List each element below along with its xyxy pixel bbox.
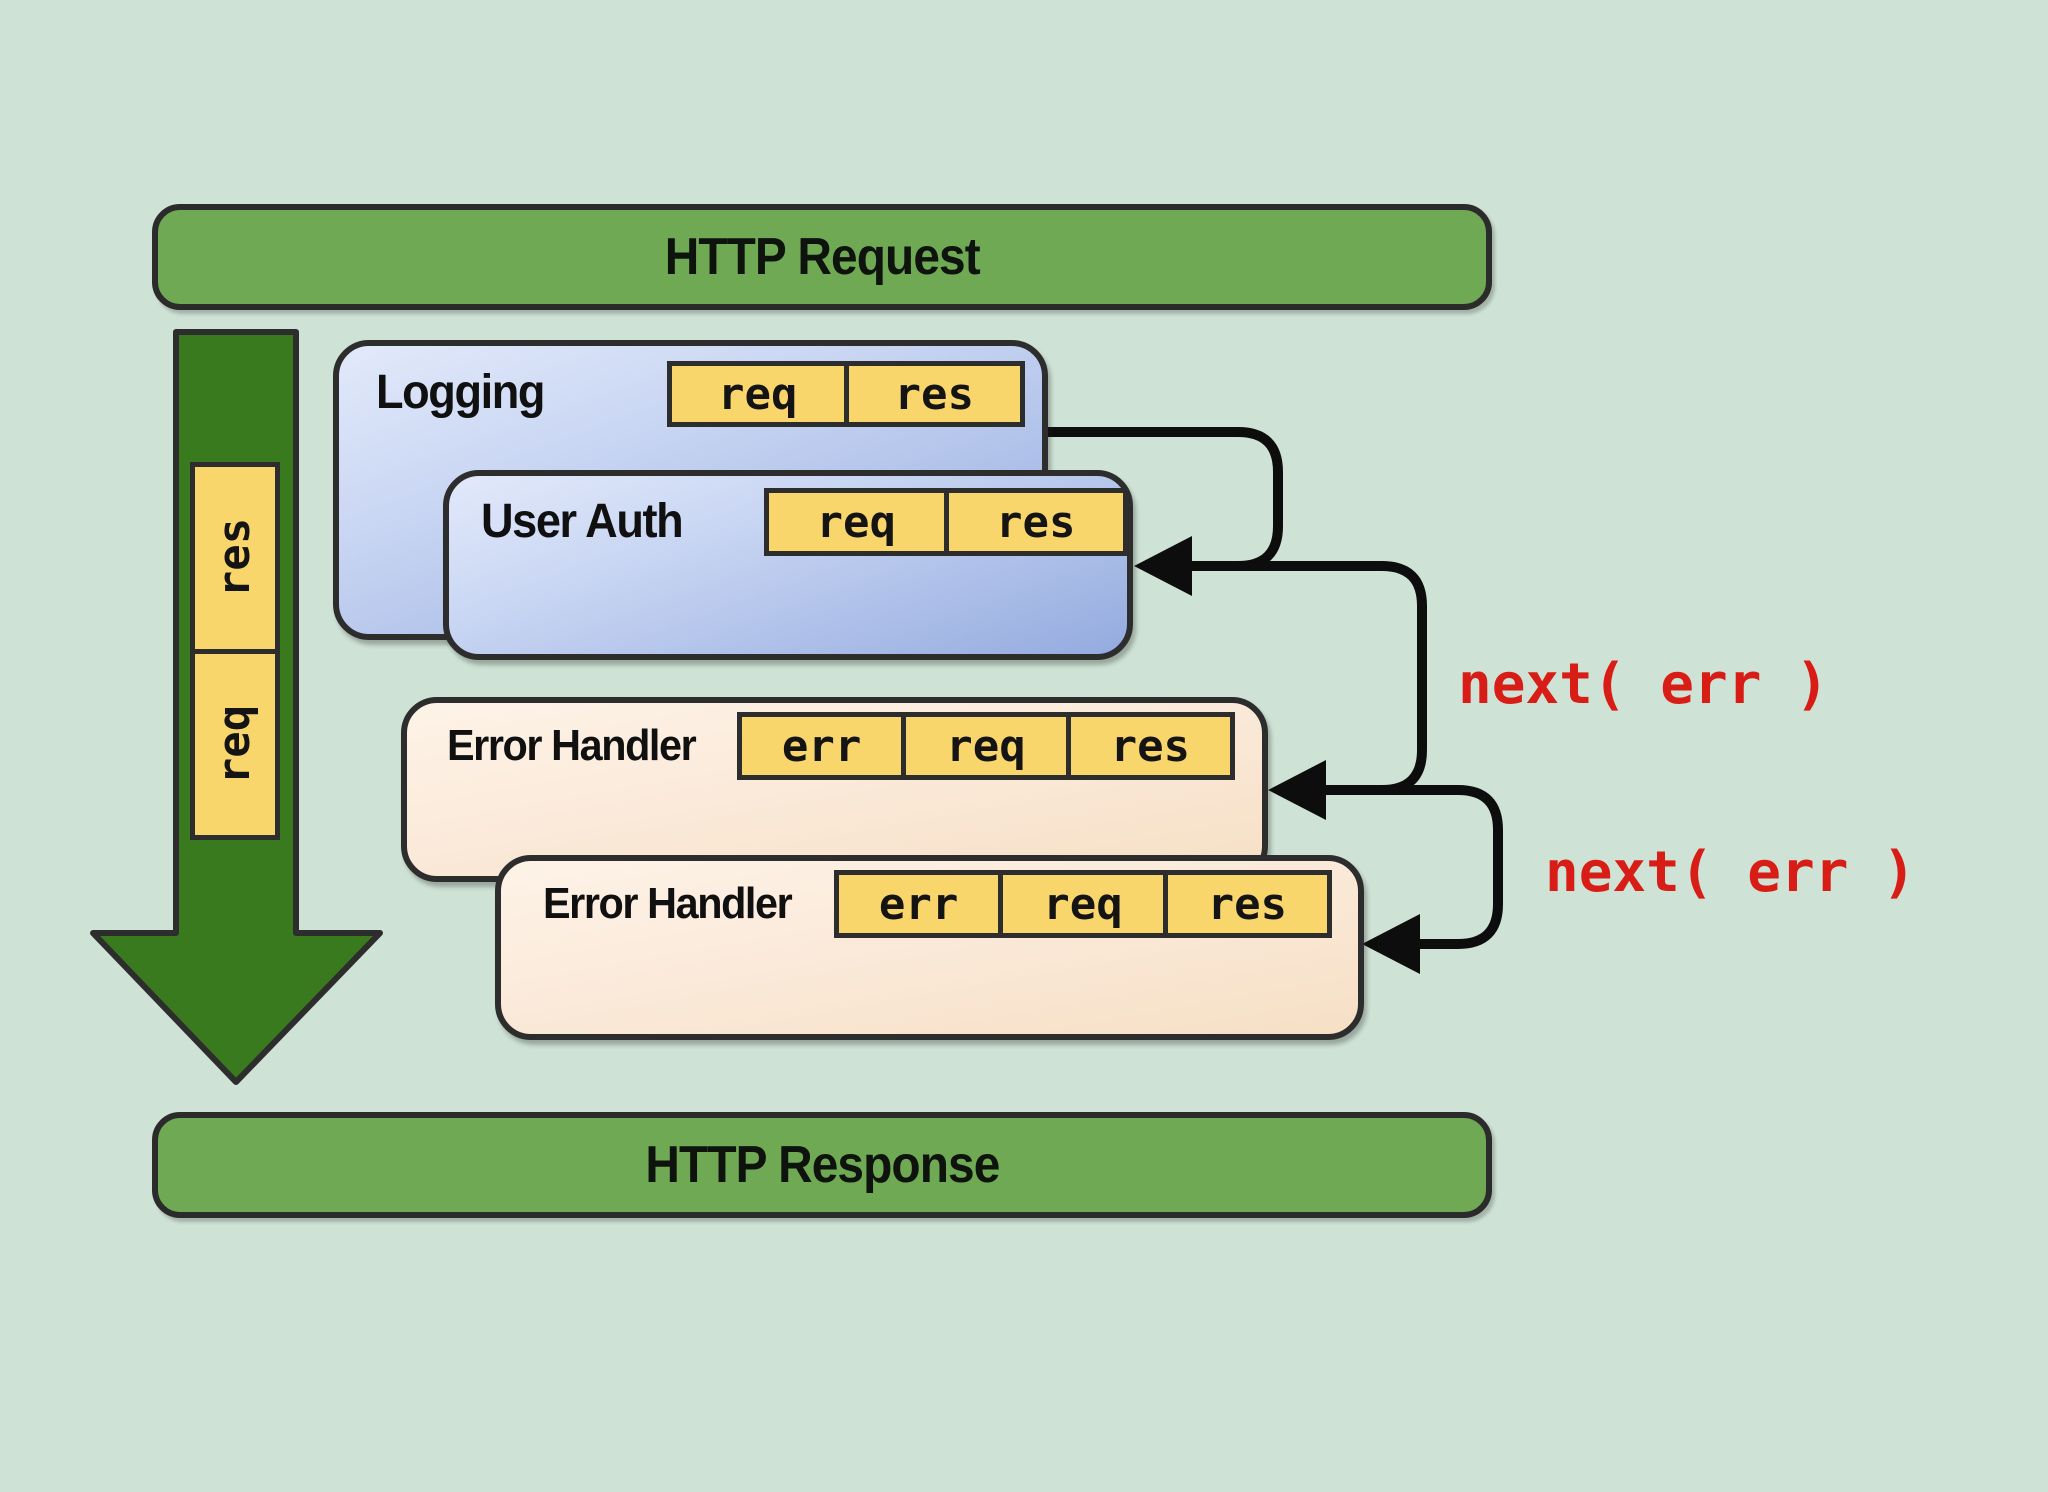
error-handler-1-tag-res: res bbox=[1070, 717, 1230, 775]
error-handler-1-tag-err: err bbox=[742, 717, 902, 775]
logging-tag-res: res bbox=[848, 366, 1020, 422]
user-auth-tag-strip: req res bbox=[764, 488, 1128, 556]
arrowhead-into-userauth bbox=[1134, 536, 1192, 596]
logging-label: Logging bbox=[376, 366, 545, 419]
error-handler-1-tag-strip: err req res bbox=[737, 712, 1235, 780]
flow-arrow-tag-req: req bbox=[195, 653, 275, 835]
error-handler-1-label: Error Handler bbox=[447, 721, 697, 770]
http-request-bar: HTTP Request bbox=[152, 204, 1492, 310]
logging-tag-strip: req res bbox=[667, 361, 1025, 427]
next-err-annotation-2: next( err ) bbox=[1545, 840, 1916, 905]
logging-tag-req: req bbox=[672, 366, 844, 422]
user-auth-label: User Auth bbox=[481, 495, 684, 548]
error-handler-1-tag-req: req bbox=[906, 717, 1066, 775]
http-response-bar: HTTP Response bbox=[152, 1112, 1492, 1218]
arrowhead-into-errorhandler1 bbox=[1268, 760, 1326, 820]
user-auth-tag-req: req bbox=[769, 493, 944, 551]
flow-arrow-tag-res: res bbox=[195, 467, 275, 649]
arrowhead-into-errorhandler2 bbox=[1362, 914, 1420, 974]
error-handler-2-tag-res: res bbox=[1167, 875, 1327, 933]
flow-arrow-tag-strip: res req bbox=[190, 462, 280, 840]
user-auth-tag-res: res bbox=[948, 493, 1123, 551]
error-handler-2-tag-strip: err req res bbox=[834, 870, 1332, 938]
flow-arrow-tag-res-label: res bbox=[209, 518, 261, 598]
flow-arrow-tag-req-label: req bbox=[209, 704, 261, 784]
http-response-label: HTTP Response bbox=[644, 1136, 1000, 1194]
error-handler-2-tag-err: err bbox=[839, 875, 999, 933]
error-handler-2-tag-req: req bbox=[1003, 875, 1163, 933]
error-handler-2-label: Error Handler bbox=[543, 879, 793, 928]
connector-errorhandler1-to-errorhandler2 bbox=[1316, 785, 1503, 949]
http-request-label: HTTP Request bbox=[664, 228, 980, 286]
next-err-annotation-1: next( err ) bbox=[1458, 652, 1829, 717]
